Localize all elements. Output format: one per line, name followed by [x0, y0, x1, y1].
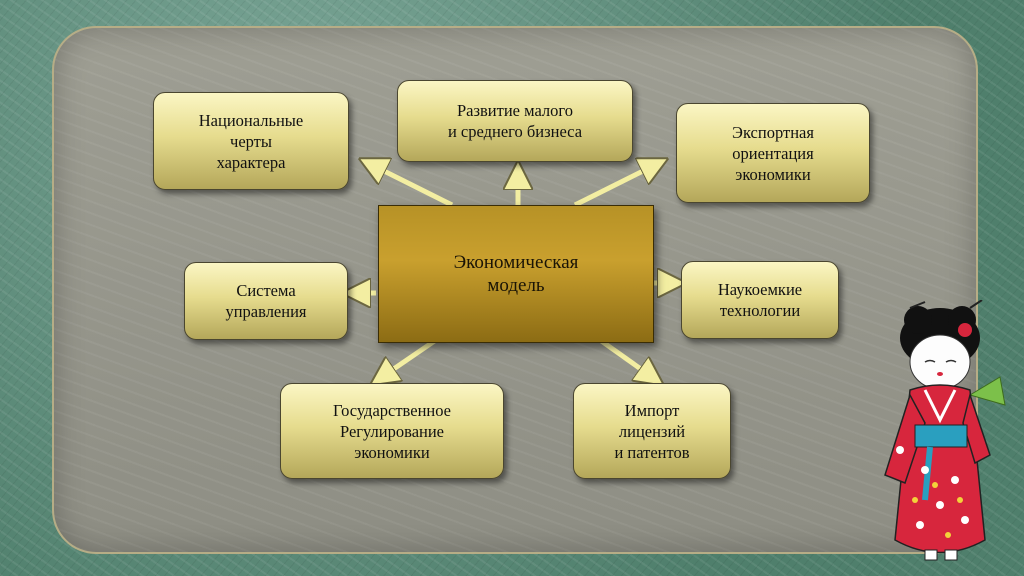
arrow-to-export: [573, 165, 655, 208]
arrow-to-national: [372, 165, 454, 208]
node-science-technologies: Наукоемкие технологии: [681, 261, 839, 339]
center-economic-model: Экономическая модель: [378, 205, 654, 343]
node-national-character: Национальные черты характера: [153, 92, 349, 190]
node-export-orientation: Экспортная ориентация экономики: [676, 103, 870, 203]
arrow-to-import: [598, 337, 652, 377]
node-state-regulation: Государственное Регулирование экономики: [280, 383, 504, 479]
arrow-to-state: [382, 337, 438, 377]
node-import-licenses: Импорт лицензий и патентов: [573, 383, 731, 479]
node-small-business: Развитие малого и среднего бизнеса: [397, 80, 633, 162]
geisha-illustration: [884, 300, 1006, 561]
node-management-system: Система управления: [184, 262, 348, 340]
